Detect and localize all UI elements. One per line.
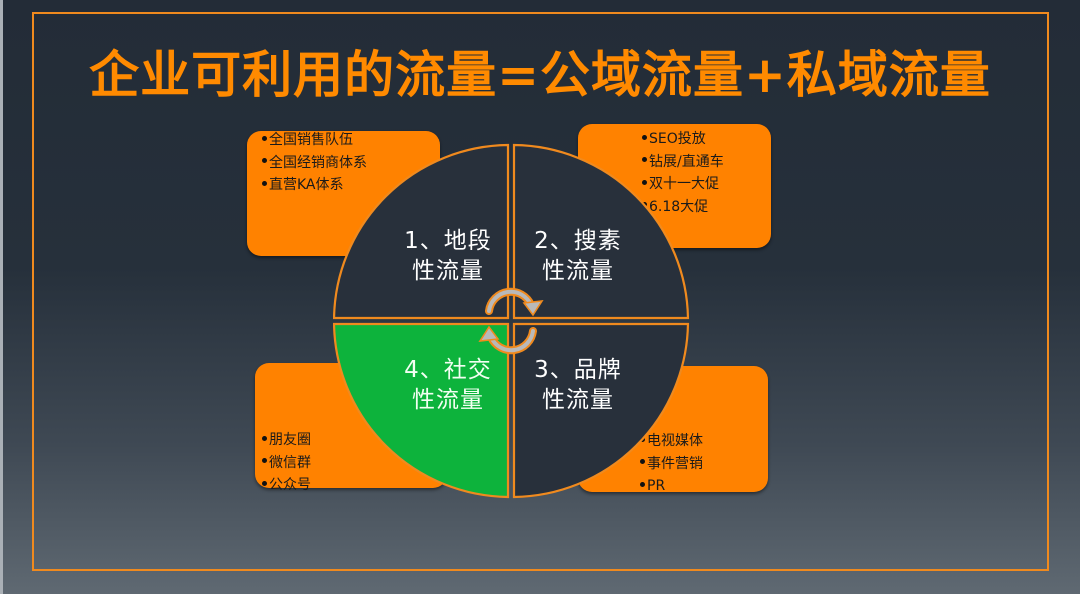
bullet-list: 朋友圈 微信群 公众号 (262, 429, 311, 497)
left-edge-strip (0, 0, 3, 594)
list-item: 事件营销 (640, 453, 703, 476)
quadrant-4-label: 4、社交 性流量 (404, 357, 492, 413)
bullet-icon (642, 179, 647, 185)
bullet-list: SEO投放 钻展/直通车 双十一大促 6.18大促 (642, 128, 724, 218)
list-item: PR (640, 475, 703, 498)
list-item: 全国经销商体系 (262, 152, 367, 175)
list-item: 钻展/直通车 (642, 151, 724, 174)
bullet-icon (640, 481, 645, 487)
bullet-icon (262, 180, 267, 186)
list-item: 直营KA体系 (262, 174, 367, 197)
cycle-arrows-icon (478, 287, 544, 355)
traffic-quadrant-pie (333, 143, 690, 499)
quadrant-1-label: 1、地段 性流量 (404, 228, 492, 284)
list-item: 朋友圈 (262, 429, 311, 452)
quadrant-4-shape (333, 322, 510, 499)
quadrant-2-shape (512, 143, 690, 320)
bullet-icon (262, 435, 267, 441)
list-item: 公众号 (262, 474, 311, 497)
bullet-icon (262, 158, 267, 163)
quadrant-2-label: 2、搜素 性流量 (534, 228, 622, 284)
quadrant-1-shape (333, 143, 510, 320)
quadrant-3-label: 3、品牌 性流量 (534, 357, 622, 413)
bullet-icon (640, 459, 645, 464)
slide-frame (32, 12, 1049, 571)
quadrant-3-shape (512, 322, 690, 499)
list-item: SEO投放 (642, 128, 724, 151)
list-item: 双十一大促 (642, 173, 724, 196)
slide-title: 企业可利用的流量=公域流量+私域流量 (89, 46, 991, 104)
bullet-icon (642, 157, 647, 162)
bullet-icon (262, 135, 267, 141)
bullet-icon (262, 458, 267, 463)
bullet-list: 电视媒体 事件营销 PR (640, 430, 703, 498)
bullet-icon (262, 480, 267, 486)
bullet-list: 全国销售队伍 全国经销商体系 直营KA体系 (262, 129, 367, 197)
bullet-icon (642, 134, 647, 140)
list-item: 微信群 (262, 452, 311, 475)
list-item: 全国销售队伍 (262, 129, 367, 152)
